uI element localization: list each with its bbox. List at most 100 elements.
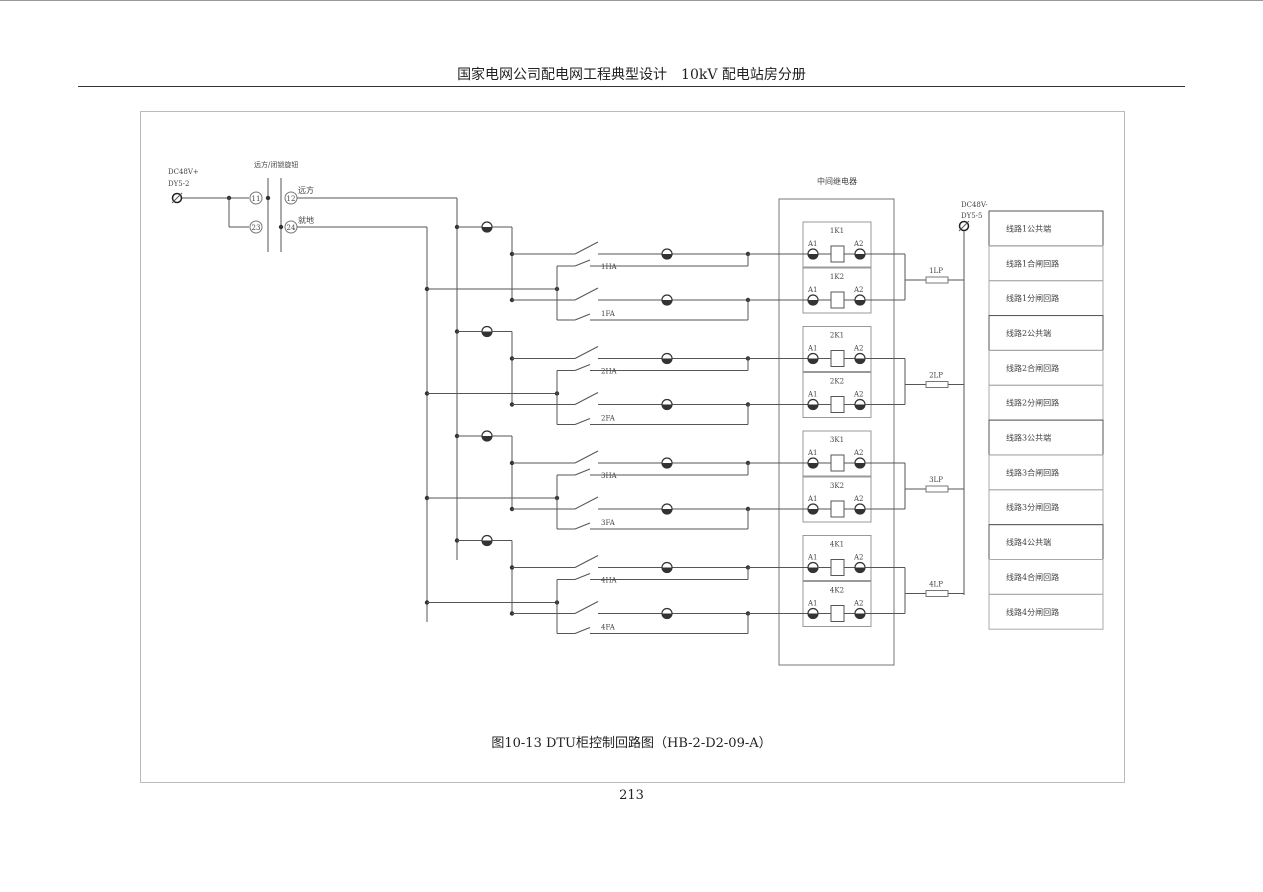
open-contact-label: 3FA <box>601 519 616 527</box>
header-rule <box>78 86 1185 87</box>
supply-terminal-slash <box>958 220 970 232</box>
relay-box <box>802 372 872 418</box>
relay-pin-a1: A1 <box>807 240 818 248</box>
close-switch <box>574 346 599 359</box>
open-contact <box>574 313 591 321</box>
relay-box <box>802 267 872 314</box>
fuse-label: 4LP <box>929 581 943 589</box>
lamp-fill <box>808 613 818 619</box>
page-number: 213 <box>619 788 644 803</box>
lamp-fill <box>662 567 672 573</box>
close-contact-label: 3HA <box>601 472 618 480</box>
relay-label: 3K2 <box>830 482 844 490</box>
junction-dot <box>278 224 284 230</box>
terminal-label: 12 <box>287 195 296 203</box>
open-contact-label: 1FA <box>601 310 616 318</box>
lamp-fill <box>855 463 865 468</box>
close-contact-label: 1HA <box>601 263 618 271</box>
relay-box <box>802 476 872 523</box>
lamp-fill <box>808 509 818 514</box>
lamp-fill <box>662 463 672 468</box>
relay-label: 1K1 <box>830 227 844 235</box>
terminal-icon <box>249 220 263 234</box>
supply-pos-id: DY5-2 <box>168 180 190 188</box>
relay-coil <box>830 396 845 413</box>
relay-pin-a2: A2 <box>853 495 864 503</box>
relay-pin-a2: A2 <box>853 240 864 248</box>
relay-pin-a2: A2 <box>853 449 864 457</box>
lamp-fill <box>662 509 672 514</box>
terminal-table-label: 线路3合闸回路 <box>1006 467 1059 477</box>
relay-title: 中间继电器 <box>817 176 857 186</box>
lamp-fill <box>855 300 865 305</box>
terminal-table-label: 线路4合闸回路 <box>1006 572 1059 582</box>
terminal-table-label: 线路4分闸回路 <box>1006 607 1059 617</box>
relay-pin-a1: A1 <box>807 449 818 457</box>
supply-neg-id: DY5-5 <box>961 212 983 220</box>
fuse-icon <box>925 485 949 493</box>
relay-label: 2K1 <box>830 332 844 340</box>
lamp-fill <box>482 227 492 232</box>
supply-terminal-icon <box>171 192 183 204</box>
terminal-table-label: 线路1合闸回路 <box>1006 258 1059 268</box>
lamp-fill <box>855 509 865 514</box>
supply-terminal-slash <box>171 192 183 204</box>
relay-pin-a2: A2 <box>853 345 864 353</box>
lamp-fill <box>855 613 865 619</box>
lamp-fill <box>482 540 492 546</box>
open-switch <box>574 287 599 301</box>
fuse-label: 3LP <box>929 476 943 484</box>
fuse-icon <box>925 276 949 284</box>
supply-pos-label: DC48V+ <box>168 168 199 176</box>
lamp-fill <box>808 358 818 364</box>
open-contact-label: 2FA <box>601 415 616 423</box>
lamp-fill <box>808 404 818 410</box>
close-contact <box>574 364 591 371</box>
terminal-label: 23 <box>252 224 261 232</box>
close-contact-label: 2HA <box>601 368 618 376</box>
terminal-table-label: 线路3公共端 <box>1006 433 1051 443</box>
figure-frame <box>140 111 1125 783</box>
relay-pin-a1: A1 <box>807 345 818 353</box>
terminal-table-label: 线路4公共端 <box>1006 537 1051 547</box>
relay-label: 4K1 <box>830 541 844 549</box>
relay-pin-a2: A2 <box>853 600 864 608</box>
relay-coil <box>830 291 845 309</box>
relay-pin-a2: A2 <box>853 554 864 562</box>
terminal-table-label: 线路2合闸回路 <box>1006 363 1059 373</box>
relay-label: 3K1 <box>830 436 844 444</box>
open-contact <box>574 418 591 425</box>
terminal-table-label: 线路1分闸回路 <box>1006 293 1059 303</box>
switch-title: 远方/闭锁旋钮 <box>254 160 298 169</box>
lamp-fill <box>808 567 818 573</box>
lamp-fill <box>855 254 865 259</box>
supply-terminal-icon <box>958 220 970 232</box>
lamp-fill <box>662 358 672 364</box>
relay-pin-a1: A1 <box>807 391 818 399</box>
relay-coil <box>830 350 845 367</box>
relay-box <box>802 581 872 627</box>
terminal-table-label: 线路2分闸回路 <box>1006 398 1059 408</box>
lamp-fill <box>808 254 818 259</box>
close-switch <box>574 555 599 568</box>
relay-pin-a1: A1 <box>807 495 818 503</box>
lamp-fill <box>855 404 865 410</box>
close-contact-label: 4HA <box>601 577 618 585</box>
top-rule <box>0 0 1263 1</box>
relay-pin-a1: A1 <box>807 554 818 562</box>
lamp-fill <box>855 358 865 364</box>
relay-coil <box>830 245 845 263</box>
relay-box <box>802 326 872 372</box>
lamp-fill <box>482 331 492 337</box>
relay-coil <box>830 559 845 576</box>
relay-label: 1K2 <box>830 273 844 281</box>
relay-pin-a1: A1 <box>807 286 818 294</box>
lamp-fill <box>662 254 672 259</box>
page-header: 国家电网公司配电网工程典型设计 10kV 配电站房分册 <box>457 67 806 83</box>
close-contact <box>574 259 591 267</box>
fuse-icon <box>925 590 949 597</box>
relay-label: 4K2 <box>830 587 844 595</box>
relay-coil <box>830 454 845 472</box>
close-switch <box>574 241 599 255</box>
